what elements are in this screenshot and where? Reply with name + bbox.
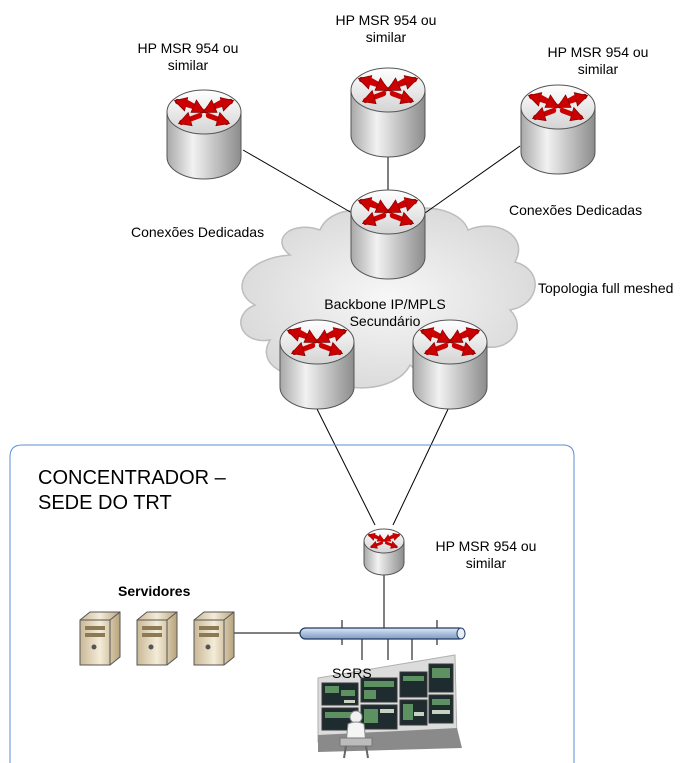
backbone-label-line1: Backbone IP/MPLS xyxy=(324,296,446,312)
router-label-concentrator-line1: HP MSR 954 ou xyxy=(435,538,537,554)
router-label-top-right-line1: HP MSR 954 ou xyxy=(547,44,649,60)
router-top-left-arrows-icon xyxy=(173,97,235,127)
servers-group xyxy=(79,611,235,666)
router-backbone-top xyxy=(350,189,426,280)
router-label-top-left: HP MSR 954 ou similar xyxy=(122,40,254,74)
link-backbone-right xyxy=(392,404,451,526)
router-label-top-left-line1: HP MSR 954 ou xyxy=(137,40,239,56)
router-label-top-center-line1: HP MSR 954 ou xyxy=(335,12,437,28)
server-1 xyxy=(79,611,121,666)
backbone-label: Backbone IP/MPLS Secundário xyxy=(315,296,455,330)
router-label-top-right-line2: similar xyxy=(577,61,619,77)
router-label-concentrator: HP MSR 954 ou similar xyxy=(423,538,549,572)
server-3 xyxy=(193,611,235,666)
router-backbone-right xyxy=(412,319,488,410)
router-label-top-right: HP MSR 954 ou similar xyxy=(532,44,664,78)
connection-lines xyxy=(232,130,521,660)
conexoes-label-left: Conexões Dedicadas xyxy=(131,224,265,240)
conexoes-label-right: Conexões Dedicadas xyxy=(509,202,643,218)
router-top-left xyxy=(166,89,242,180)
concentrator-box xyxy=(9,444,575,763)
backbone-label-line2: Secundário xyxy=(349,313,421,329)
router-backbone-left xyxy=(279,319,355,410)
servidores-label: Servidores xyxy=(118,583,191,599)
router-backbone-right-arrows-icon xyxy=(419,327,481,357)
link-right xyxy=(424,145,521,214)
router-backbone-left-arrows-icon xyxy=(286,327,348,357)
router-concentrator xyxy=(363,528,405,576)
link-left xyxy=(242,149,353,214)
network-bus xyxy=(299,627,466,640)
router-backbone-top-arrows-icon xyxy=(357,197,419,227)
router-top-center xyxy=(350,67,426,158)
sgrs-monitor-wall xyxy=(317,654,462,759)
router-top-right-arrows-icon xyxy=(527,92,589,122)
concentrador-title: CONCENTRADOR – SEDE DO TRT xyxy=(38,466,226,516)
topologia-label: Topologia full meshed xyxy=(538,280,674,296)
router-top-center-arrows-icon xyxy=(357,75,419,105)
server-2 xyxy=(136,611,178,666)
concentrador-title-line2: SEDE DO TRT xyxy=(38,492,172,514)
operator-figure xyxy=(339,710,373,759)
sgrs-label: SGRS xyxy=(332,665,372,681)
router-top-right xyxy=(520,84,596,175)
router-label-top-left-line2: similar xyxy=(167,57,209,73)
router-label-concentrator-line2: similar xyxy=(465,555,507,571)
router-concentrator-arrows-icon xyxy=(367,532,401,549)
concentrador-title-line1: CONCENTRADOR – xyxy=(38,467,226,489)
router-label-top-center: HP MSR 954 ou similar xyxy=(320,12,452,46)
router-label-top-center-line2: similar xyxy=(365,29,407,45)
link-backbone-left xyxy=(314,404,376,526)
routers-group xyxy=(166,67,596,576)
